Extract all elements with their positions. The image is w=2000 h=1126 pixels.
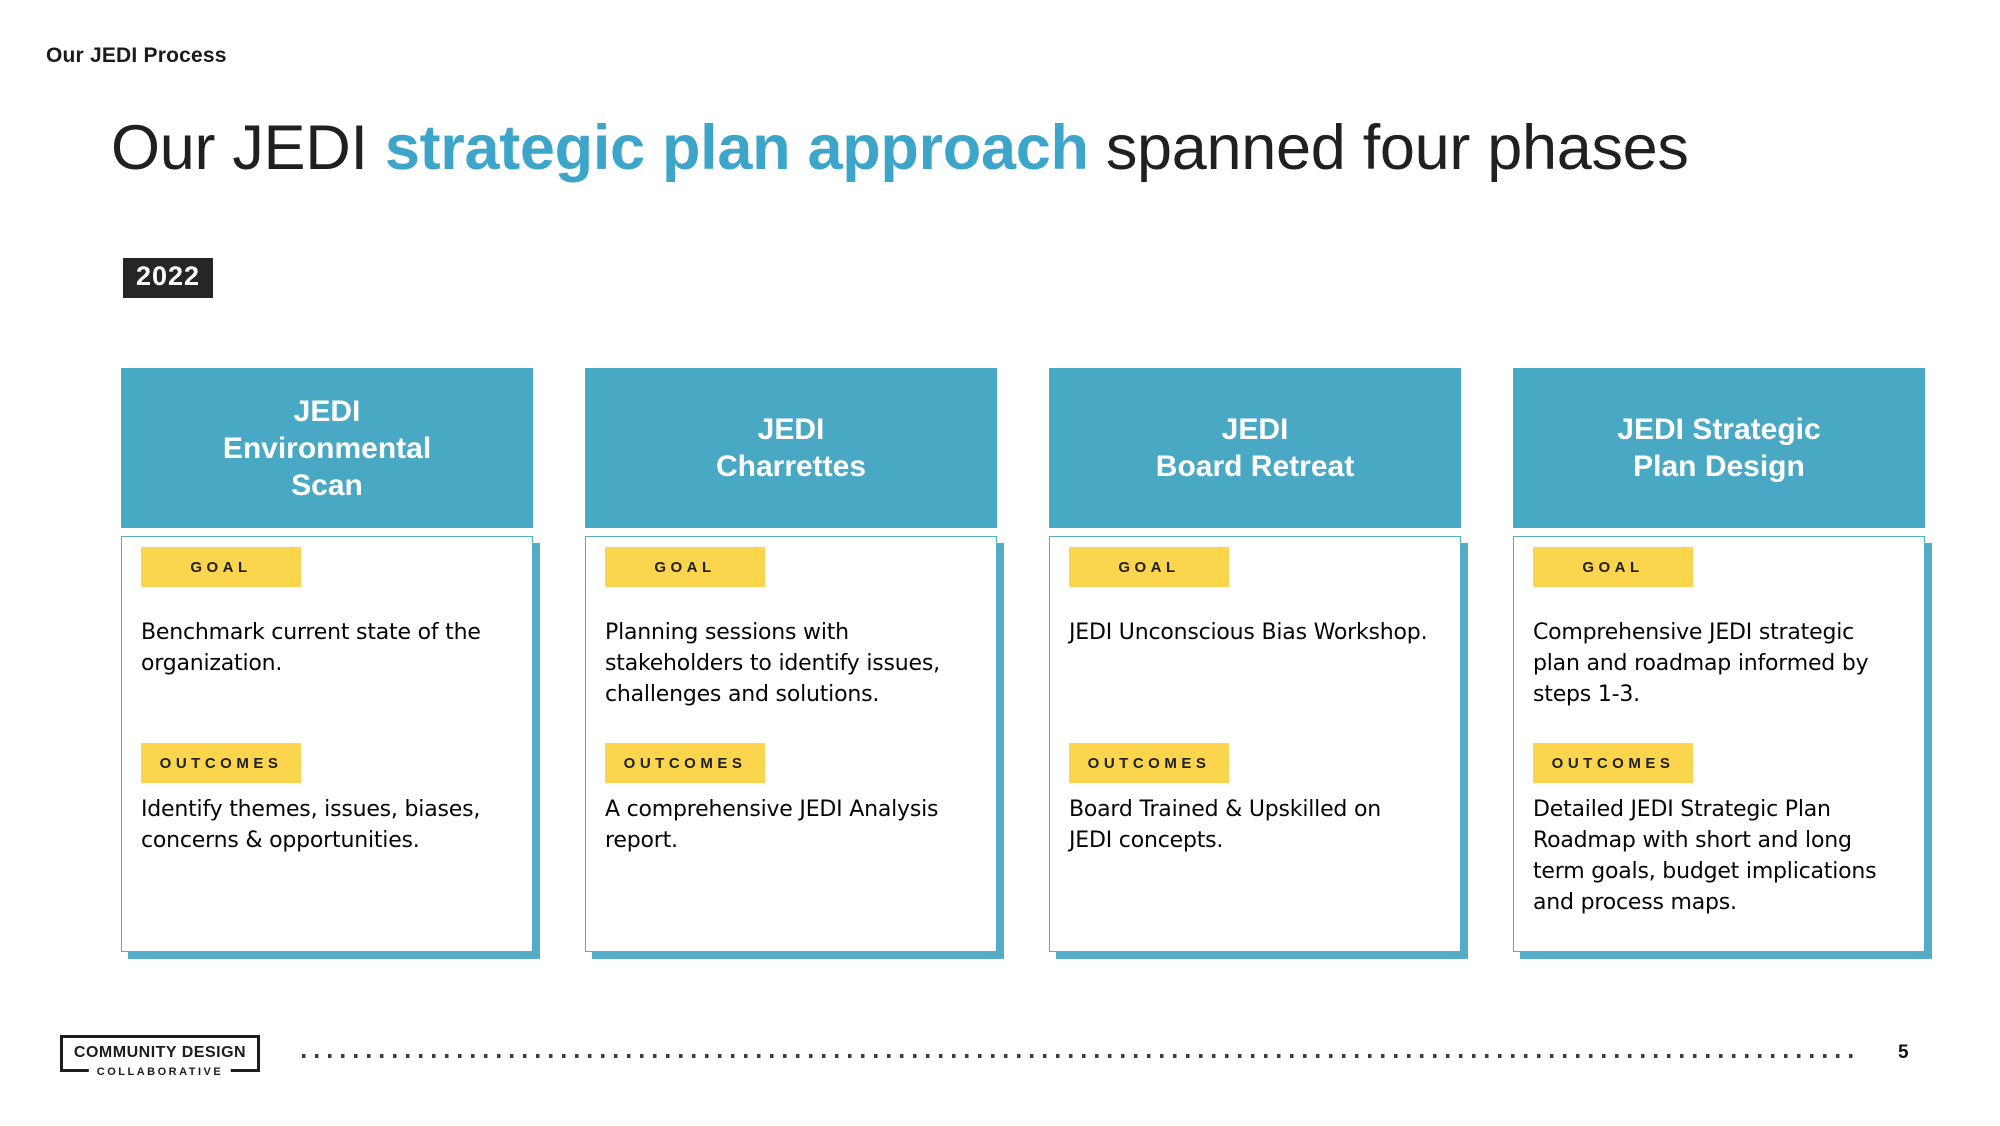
phase-card-charrettes: JEDI Charrettes GOAL Planning sessions w…: [585, 368, 997, 952]
outcomes-badge: OUTCOMES: [1533, 743, 1693, 783]
goal-text: Comprehensive JEDI strategic plan and ro…: [1533, 620, 1869, 707]
page-title: Our JEDI strategic plan approach spanned…: [111, 112, 1689, 184]
goal-badge: GOAL: [605, 547, 765, 587]
goal-text: Planning sessions with stakeholders to i…: [605, 620, 940, 707]
phase-cards: JEDI Environmental Scan GOAL Benchmark c…: [121, 368, 1925, 952]
logo-text-secondary: COLLABORATIVE: [88, 1066, 232, 1078]
phase-card-body: GOAL Planning sessions with stakeholders…: [585, 536, 997, 952]
phase-card-body: GOAL JEDI Unconscious Bias Workshop. OUT…: [1049, 536, 1461, 952]
kicker-label: Our JEDI Process: [46, 44, 227, 67]
outcomes-badge: OUTCOMES: [1069, 743, 1229, 783]
year-badge: 2022: [123, 258, 214, 298]
phase-card-board-retreat: JEDI Board Retreat GOAL JEDI Unconscious…: [1049, 368, 1461, 952]
outcomes-text: Identify themes, issues, biases, concern…: [141, 797, 481, 853]
title-post: spanned four phases: [1088, 113, 1689, 183]
phase-card-header: JEDI Charrettes: [585, 368, 997, 528]
goal-badge: GOAL: [141, 547, 301, 587]
outcomes-section: OUTCOMES Detailed JEDI Strategic Plan Ro…: [1533, 743, 1905, 918]
goal-badge: GOAL: [1533, 547, 1693, 587]
logo-text-primary: COMMUNITY DESIGN: [73, 1043, 247, 1061]
outcomes-text: A comprehensive JEDI Analysis report.: [605, 797, 939, 853]
phase-card-environmental-scan: JEDI Environmental Scan GOAL Benchmark c…: [121, 368, 533, 952]
outcomes-section: OUTCOMES A comprehensive JEDI Analysis r…: [605, 743, 977, 856]
outcomes-section: OUTCOMES Identify themes, issues, biases…: [141, 743, 513, 856]
outcomes-text: Board Trained & Upskilled on JEDI concep…: [1069, 797, 1381, 853]
phase-card-header: JEDI Environmental Scan: [121, 368, 533, 528]
title-pre: Our JEDI: [111, 113, 385, 183]
goal-text: JEDI Unconscious Bias Workshop.: [1069, 620, 1428, 645]
phase-card-body: GOAL Comprehensive JEDI strategic plan a…: [1513, 536, 1925, 952]
phase-card-body: GOAL Benchmark current state of the orga…: [121, 536, 533, 952]
outcomes-text: Detailed JEDI Strategic Plan Roadmap wit…: [1533, 797, 1877, 915]
title-highlight: strategic plan approach: [384, 113, 1089, 183]
phase-card-header: JEDI Strategic Plan Design: [1513, 368, 1925, 528]
phase-card-strategic-plan-design: JEDI Strategic Plan Design GOAL Comprehe…: [1513, 368, 1925, 952]
goal-text: Benchmark current state of the organizat…: [141, 620, 481, 676]
goal-badge: GOAL: [1069, 547, 1229, 587]
phase-card-header: JEDI Board Retreat: [1049, 368, 1461, 528]
outcomes-badge: OUTCOMES: [605, 743, 765, 783]
page-number: 5: [1898, 1042, 1909, 1063]
footer-dotted-divider: [302, 1054, 1854, 1058]
community-design-logo: COMMUNITY DESIGN COLLABORATIVE: [60, 1035, 260, 1078]
outcomes-badge: OUTCOMES: [141, 743, 301, 783]
outcomes-section: OUTCOMES Board Trained & Upskilled on JE…: [1069, 743, 1441, 856]
